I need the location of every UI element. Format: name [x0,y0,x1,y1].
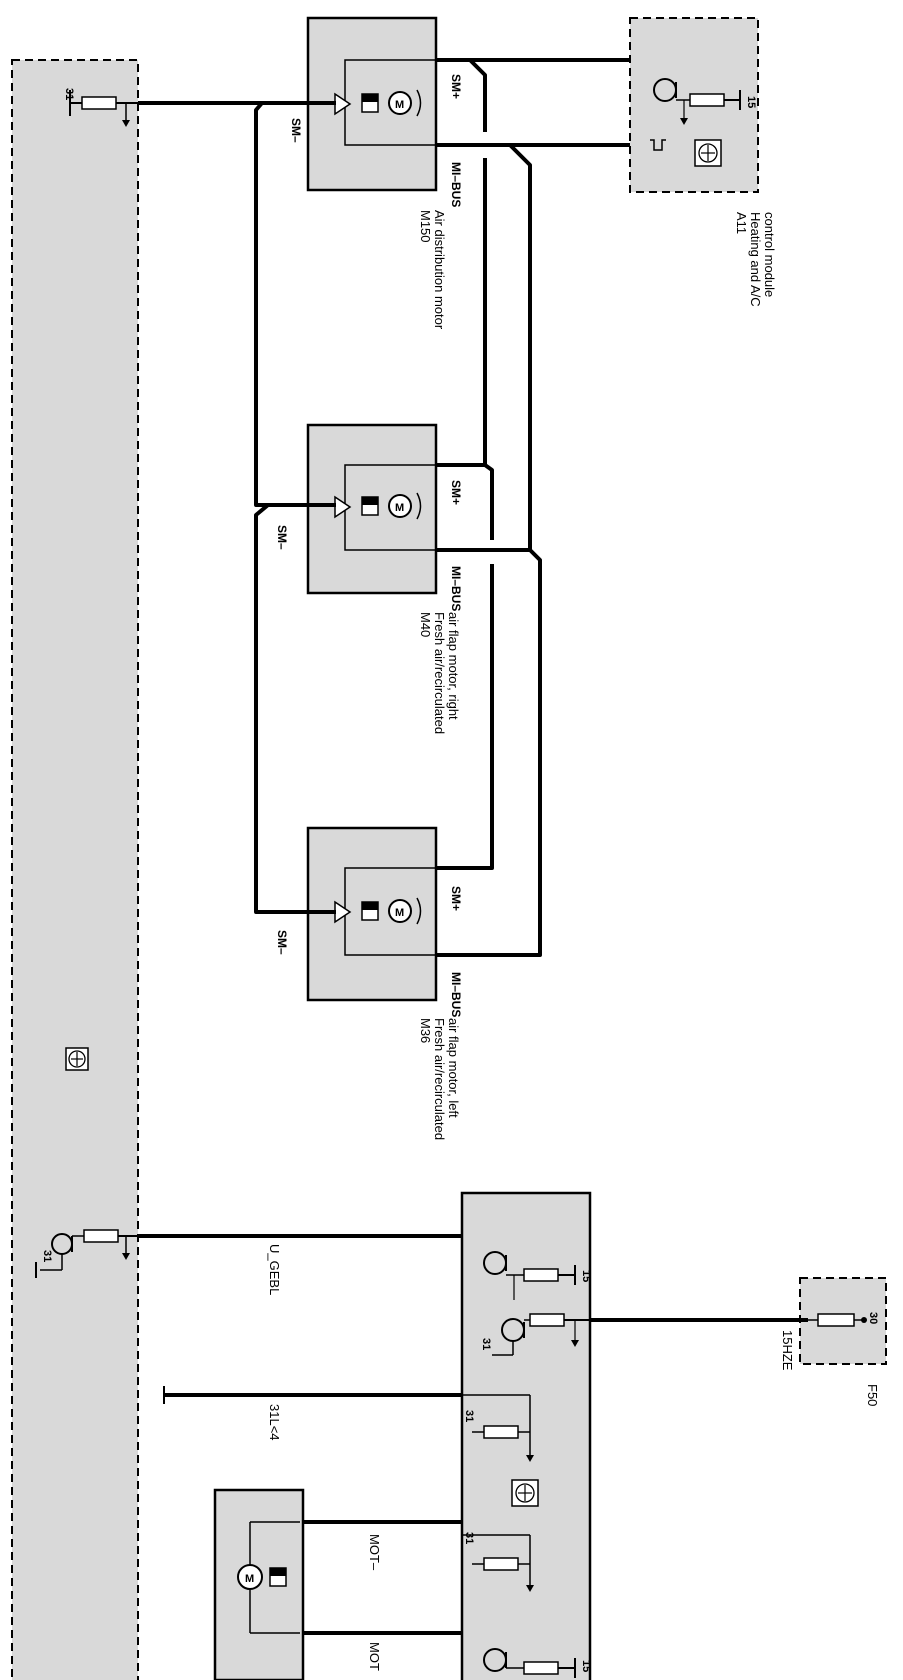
a11-transistor-symbol-icon [694,139,722,167]
a11-pin-15: 15 [745,96,757,108]
blower-pin-31a: 31 [480,1338,492,1350]
wire-u-gebl: U_GEBL [267,1244,282,1295]
m40-motor: M SM+ SM– MI–BUS M40 Fresh air/recircula… [275,423,463,734]
svg-text:M: M [395,907,404,919]
lower-wiring [138,1234,808,1635]
m36-pin-sm-minus: SM– [275,930,289,955]
blower-pin-31b: 31 [463,1410,475,1422]
wire-mot-minus: MOT– [367,1534,382,1571]
m40-pin-sm-plus: SM+ [449,480,463,505]
m36-id: M36 [418,1018,433,1043]
svg-text:M: M [395,99,404,111]
f50-fuse: 30 F50 [799,1277,887,1406]
blower-motor: M [213,1488,305,1680]
left-module-pin-31-top: 31 [63,88,75,100]
m150-id: M150 [418,210,433,243]
blower-pin-15b: 15 [580,1660,592,1672]
m36-name-line2: air flap motor, left [446,1018,461,1118]
transistor-symbol-icon [65,1047,89,1071]
m36-name-line1: Fresh air/recirculated [432,1018,447,1140]
m36-pin-mibus: MI–BUS [449,972,463,1017]
wire-15hze: 15HZE [780,1330,795,1371]
m150-pin-sm-minus: SM– [289,118,303,143]
m150-name-line1: Air distribution motor [432,210,447,330]
left-control-module: 31 31 [11,59,139,1680]
a11-name-line1: Heating and A/C [748,212,763,307]
m40-pin-mibus: MI–BUS [449,566,463,611]
m40-id: M40 [418,612,433,637]
svg-text:M: M [245,1573,254,1585]
a11-module: 15 A11 Heating and A/C control module [629,17,777,307]
a11-id: A11 [734,212,749,234]
blower-output-stage: 15 31 31 31 [460,1191,592,1680]
m40-name-line2: air flap motor, right [446,612,461,720]
m36-motor: M SM+ SM– MI–BUS M36 Fresh air/recircula… [275,826,463,1140]
blower-pin-31c: 31 [463,1532,475,1544]
m150-pin-mibus: MI–BUS [449,162,463,207]
blower-pin-15a: 15 [580,1270,592,1282]
m36-pin-sm-plus: SM+ [449,886,463,911]
m40-pin-sm-minus: SM– [275,525,289,550]
wire-mot-plus: MOT [367,1642,382,1671]
blower-transistor-symbol-icon [511,1479,539,1507]
wire-31l4: 31L<4 [267,1404,282,1441]
f50-pin-30: 30 [867,1312,879,1324]
m150-pin-sm-plus: SM+ [449,74,463,99]
left-module-pin-31-bottom: 31 [41,1250,53,1262]
m40-name-line1: Fresh air/recirculated [432,612,447,734]
f50-id: F50 [865,1384,880,1406]
svg-text:M: M [395,502,404,514]
m150-motor: M SM+ SM– MI–BUS M150 Air distribution m… [289,16,463,330]
a11-name-line2: control module [762,212,777,297]
